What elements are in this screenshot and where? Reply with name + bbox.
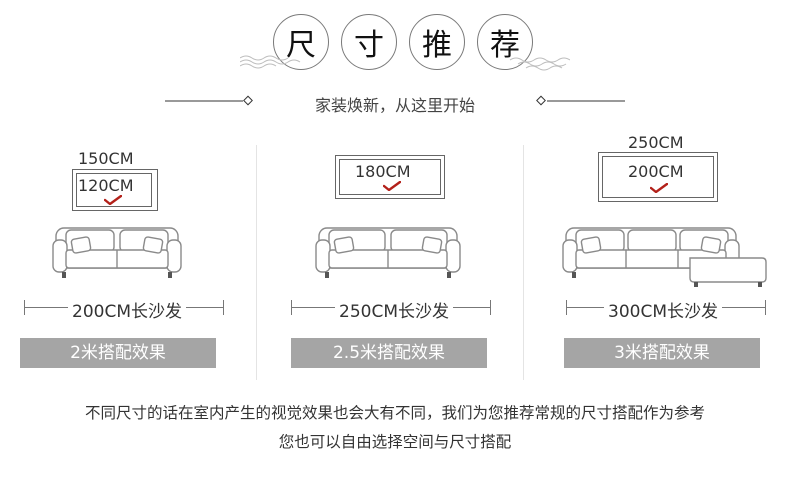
dimension-cap xyxy=(490,300,491,315)
outer-rug-size: 150CM xyxy=(78,149,134,168)
inner-rug-size: 200CM xyxy=(628,162,684,181)
left-ornament-line xyxy=(165,95,253,106)
effect-button-2m[interactable]: 2米搭配效果 xyxy=(20,338,216,368)
wave-ornament xyxy=(240,55,570,71)
size-option-3m: 250CM 200CM 300CM长沙发 3米搭配效果 xyxy=(548,125,778,375)
inner-rug-size: 120CM xyxy=(78,176,134,195)
sofa-dimension: 200CM长沙发 xyxy=(12,296,242,322)
right-ornament-line xyxy=(536,95,625,106)
footer-line-2: 您也可以自由选择空间与尺寸搭配 xyxy=(278,433,512,451)
corner-sofa-illustration xyxy=(562,227,767,287)
title: 尺 寸 推 荐 xyxy=(265,14,545,70)
sofa-dimension: 300CM长沙发 xyxy=(548,296,778,322)
rug-diagram: 250CM 200CM xyxy=(548,125,778,225)
sofa-length-label: 250CM长沙发 xyxy=(335,302,453,322)
column-divider xyxy=(256,145,257,380)
dimension-cap xyxy=(765,300,766,315)
rug-diagram: 180CM xyxy=(279,125,509,225)
sofa-dimension: 250CM长沙发 xyxy=(279,296,509,322)
check-icon xyxy=(383,181,401,191)
check-icon xyxy=(650,183,668,193)
size-option-2m: 150CM 120CM 200CM长沙发 2米搭配效果 xyxy=(12,125,242,375)
footer-line-1: 不同尺寸的话在室内产生的视觉效果也会大有不同，我们为您推荐常规的尺寸搭配作为参考 xyxy=(84,404,705,422)
effect-button-2-5m[interactable]: 2.5米搭配效果 xyxy=(291,338,487,368)
outer-rug-size: 250CM xyxy=(628,133,684,152)
title-char-1: 尺 xyxy=(273,14,329,70)
sofa-illustration xyxy=(315,227,461,278)
title-char-2: 寸 xyxy=(341,14,397,70)
sofa-length-label: 200CM长沙发 xyxy=(68,302,186,322)
sofa-length-label: 300CM长沙发 xyxy=(604,302,722,322)
subtitle: 家装焕新，从这里开始 xyxy=(314,96,475,115)
effect-button-3m[interactable]: 3米搭配效果 xyxy=(564,338,760,368)
subtitle-row: 家装焕新，从这里开始 xyxy=(160,86,630,116)
check-icon xyxy=(104,195,122,205)
column-divider xyxy=(523,145,524,380)
sofa-illustration xyxy=(52,227,182,278)
rug-diagram: 150CM 120CM xyxy=(12,125,242,225)
size-option-2-5m: 180CM 250CM长沙发 2.5米搭配效果 xyxy=(279,125,509,375)
title-char-3: 推 xyxy=(409,14,465,70)
dimension-cap xyxy=(223,300,224,315)
inner-rug-size: 180CM xyxy=(355,162,411,181)
